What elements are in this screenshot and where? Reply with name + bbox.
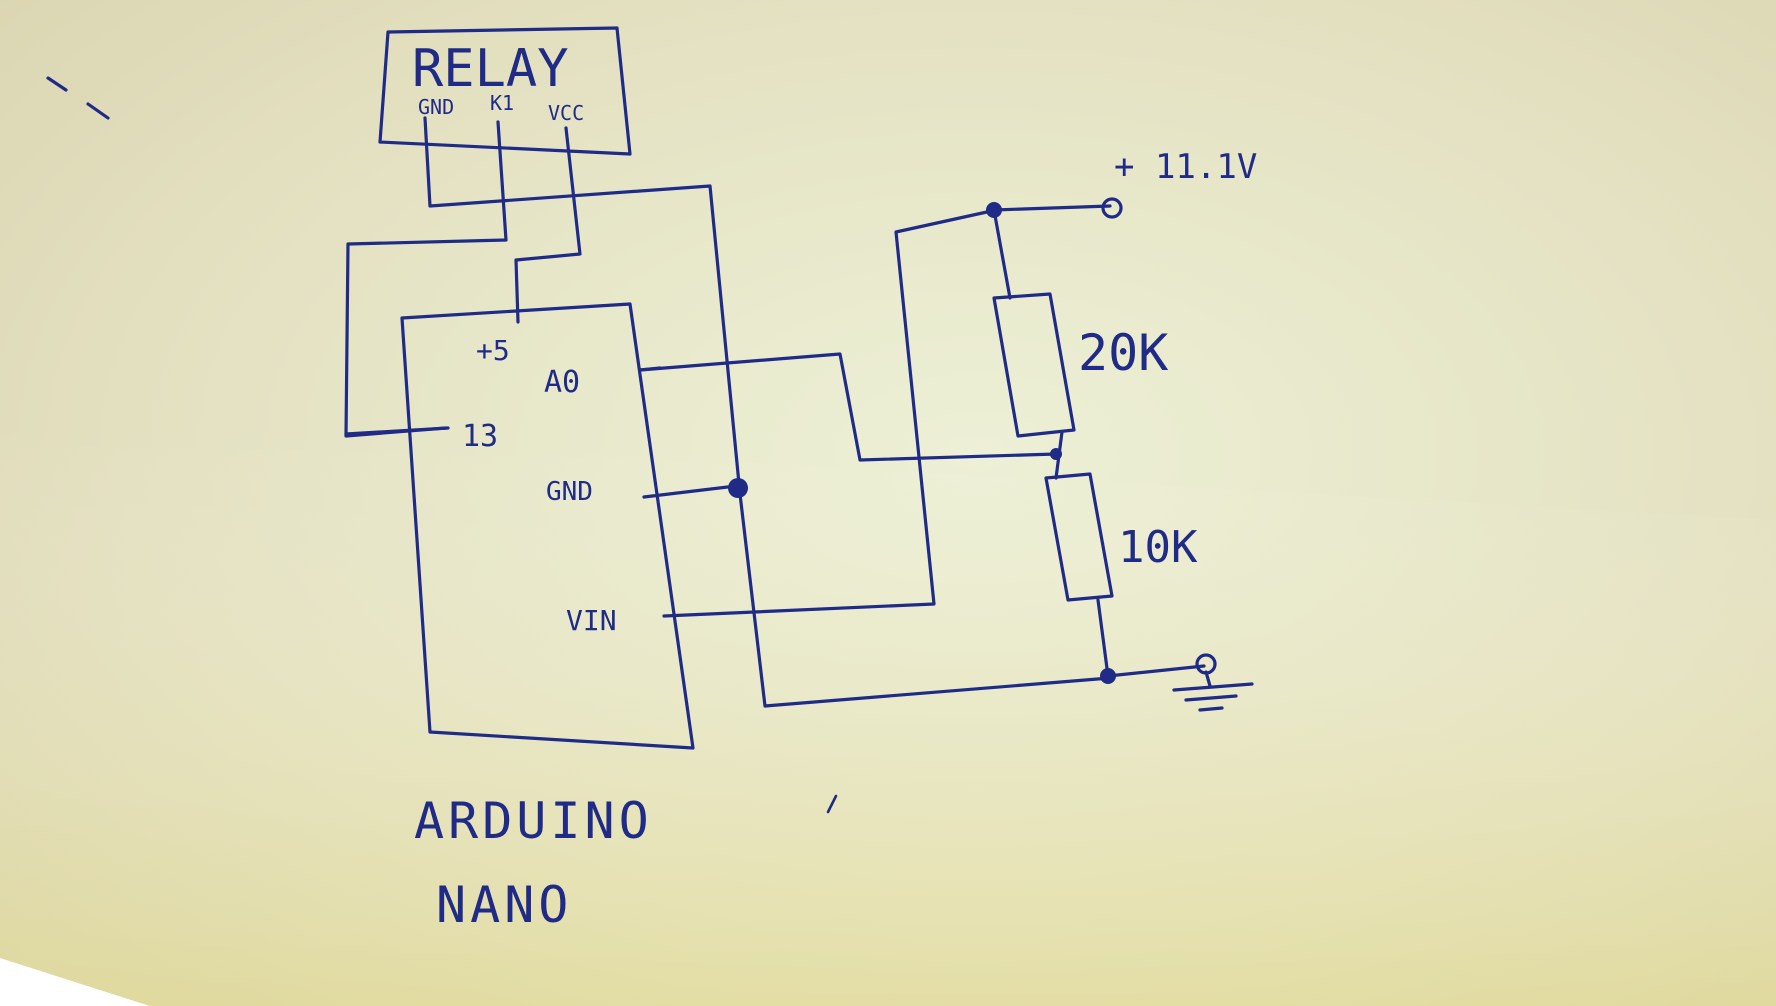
ground-symbol-stem: [1204, 670, 1212, 688]
stray-mark: [826, 794, 838, 814]
ground-symbol-bar1: [1172, 682, 1254, 692]
pin-label-13: 13: [462, 419, 498, 454]
junction-divider: [1050, 448, 1062, 460]
pin-stub-13: [344, 426, 450, 436]
pin-label-gnd: GND: [546, 477, 593, 507]
arduino-nano: +5 A0 13 GND VIN ARDUINO NANO: [400, 302, 695, 934]
wire-relay-vcc: [514, 126, 582, 324]
wire-to-20k: [992, 208, 1012, 300]
stray-mark: [46, 76, 68, 92]
wire-a0: [638, 352, 1058, 462]
junction-supply: [986, 202, 1002, 218]
pin-label-a0: A0: [544, 365, 580, 400]
arduino-board-outline: [400, 302, 695, 750]
wire-ground-symbol: [1106, 664, 1206, 678]
junction-ground: [1100, 668, 1116, 684]
supply-terminal: + 11.1V: [1101, 147, 1257, 219]
wire-gnd-rail: [738, 492, 1112, 708]
resistor-20k-body: [992, 292, 1076, 438]
arduino-name-line1: ARDUINO: [414, 792, 653, 850]
wire-10k-ground: [1096, 598, 1110, 678]
pin-label-plus5: +5: [476, 334, 510, 367]
relay-pin-gnd: GND: [418, 95, 454, 119]
wire-arduino-gnd: [642, 484, 738, 499]
wires: [344, 116, 1206, 708]
junction-gnd: [728, 478, 748, 498]
relay-box: [378, 26, 632, 156]
resistor-10k-body: [1044, 472, 1114, 602]
wire-vin: [662, 208, 998, 618]
relay-pin-k1: K1: [490, 91, 514, 115]
paper-shading: [0, 420, 1776, 1006]
ground-symbol-bar2: [1184, 694, 1238, 702]
ground-symbol-bar3: [1198, 706, 1224, 712]
pin-label-vin: VIN: [566, 604, 617, 637]
relay-title: RELAY: [412, 39, 569, 99]
supply-label: + 11.1V: [1114, 147, 1257, 187]
wire-supply: [992, 204, 1112, 212]
stray-mark: [86, 102, 110, 120]
relay-module: RELAY GND K1 VCC: [378, 26, 632, 156]
wire-relay-gnd: [423, 116, 742, 496]
resistor-20k: 20K: [992, 292, 1168, 438]
resistor-10k: 10K: [1044, 472, 1198, 602]
resistor-20k-label: 20K: [1078, 324, 1168, 382]
resistor-10k-label: 10K: [1118, 522, 1198, 573]
arduino-name-line2: NANO: [436, 876, 572, 934]
relay-pin-vcc: VCC: [548, 101, 584, 125]
junctions: [728, 202, 1116, 684]
pin-stub-a0: [638, 366, 662, 372]
ground-symbol: [1172, 653, 1254, 712]
supply-terminal-circle: [1101, 197, 1123, 219]
